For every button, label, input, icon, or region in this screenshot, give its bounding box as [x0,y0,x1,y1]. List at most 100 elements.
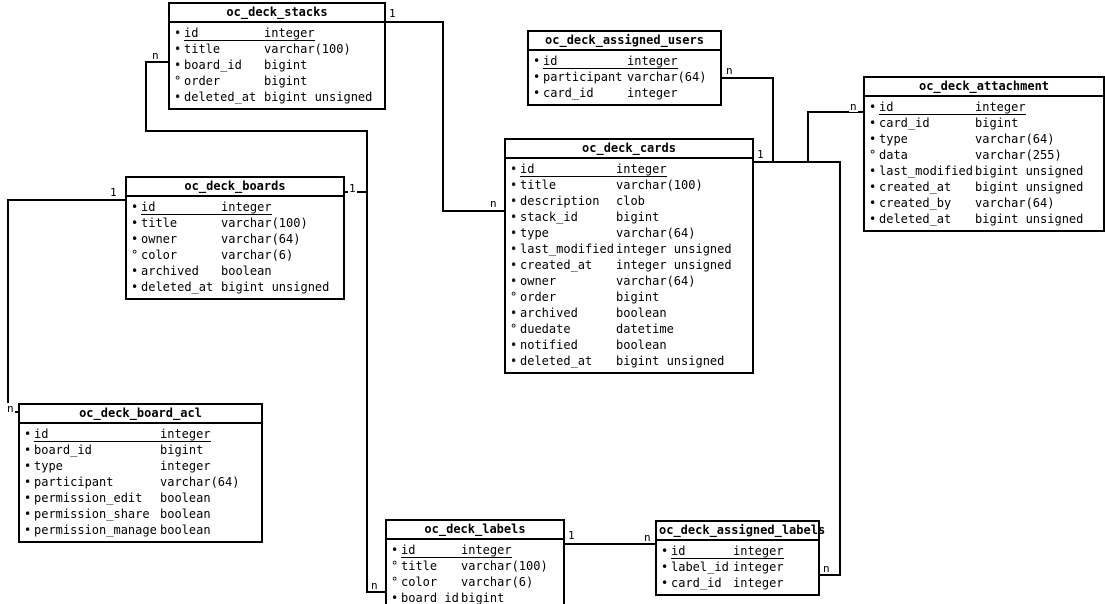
column-name: id [401,543,416,557]
nullability-marker: • [510,194,518,208]
nullability-marker: ° [869,148,877,162]
nullability-marker: • [510,258,518,272]
column-name: archived [520,306,578,320]
column-name: last_modified [879,164,973,178]
column-name: type [879,132,908,146]
cardinality-boards-acl-one: 1 [109,186,118,199]
cardinality-cards-assigned-labels-many: n [822,562,831,575]
nullability-marker: • [131,264,139,278]
cardinality-boards-acl-many: n [6,402,15,415]
column-name: owner [520,274,557,288]
cardinality-boards-labels-many: n [370,579,379,592]
column-type: boolean [616,306,667,320]
column-name: title [401,559,438,573]
column-row: • card_id integer [533,85,716,101]
nullability-marker: • [510,210,518,224]
column-name: id [520,162,535,176]
nullability-marker: ° [391,575,399,589]
column-type: integer [627,86,678,100]
column-type: integer [221,200,272,214]
column-type: integer unsigned [616,258,732,272]
wire-assigned-users-to-cards [722,77,774,162]
wire-boards-trunk-stacks-labels [145,61,385,593]
nullability-marker: • [24,507,32,521]
cardinality-boards-stacks-many: n [151,49,160,62]
column-name: card_id [671,576,722,590]
nullability-marker: • [174,58,182,72]
column-name: stack_id [520,210,578,224]
entity-title: oc_deck_assigned_labels [657,522,825,541]
column-name: participant [34,475,114,489]
nullability-marker: ° [391,559,399,573]
column-name: description [520,194,600,208]
column-name: archived [141,264,199,278]
nullability-marker: • [131,216,139,230]
nullability-marker: • [24,475,32,489]
cardinality-boards-trunk-one: 1 [348,182,357,195]
column-type: integer [264,26,315,40]
column-name: permission_edit [34,491,143,505]
nullability-marker: • [869,196,877,210]
column-type: varchar(255) [975,148,1062,162]
nullability-marker: • [533,86,541,100]
nullability-marker: • [24,443,32,457]
cardinality-cards-hub-one: 1 [756,148,765,161]
column-type: integer [461,543,512,557]
column-name: deleted_at [184,90,257,104]
entity-title: oc_deck_attachment [865,78,1103,97]
entity-title: oc_deck_labels [387,521,563,540]
column-type: varchar(100) [264,42,351,56]
wire-boards-to-acl [7,199,125,413]
column-type: bigint unsigned [975,164,1084,178]
nullability-marker: • [661,544,669,558]
column-type: boolean [160,491,211,505]
column-type: varchar(100) [461,559,548,573]
column-type: bigint [264,58,308,72]
nullability-marker: • [510,242,518,256]
column-name: id [141,200,156,214]
nullability-marker: • [174,42,182,56]
column-name: type [34,459,63,473]
column-type: varchar(6) [461,575,534,589]
column-name: card_id [543,86,594,100]
column-type: integer [616,162,667,176]
nullability-marker: • [24,523,32,537]
entity-title: oc_deck_boards [127,178,343,197]
cardinality-stacks-cards-many: n [489,197,498,210]
nullability-marker: • [661,560,669,574]
cardinality-labels-assigned-many: n [643,531,652,544]
nullability-marker: ° [510,322,518,336]
column-type: integer [733,576,784,590]
column-type: boolean [160,523,211,537]
column-type: varchar(64) [221,232,301,246]
